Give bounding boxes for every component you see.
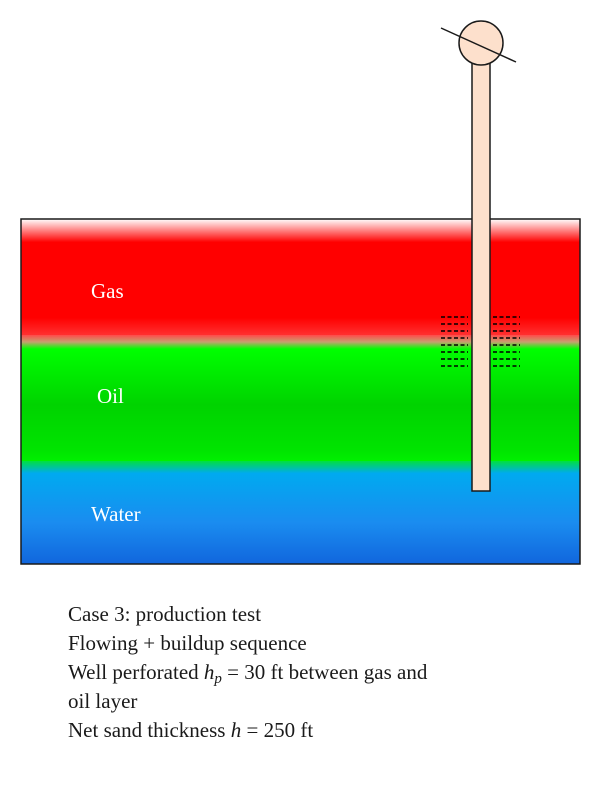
caption-line-oil-layer: oil layer (68, 689, 138, 713)
caption-line-perforation: Well perforated hp = 30 ft between gas a… (68, 658, 588, 687)
caption-line-case: Case 3: production test (68, 602, 262, 626)
valve-handle (440, 27, 517, 63)
perforation-suffix: = 30 ft between gas and (221, 660, 428, 684)
well-casing (471, 61, 491, 492)
perforation-prefix: Well perforated (68, 660, 204, 684)
perforation-subscript: p (214, 671, 222, 687)
perforations (441, 316, 520, 367)
case-description: Case 3: production test Flowing + buildu… (68, 600, 588, 745)
reservoir-diagram: Gas Oil Water (20, 20, 581, 565)
reservoir-border (20, 218, 581, 565)
thickness-var: h (230, 718, 242, 742)
perforation-var: h (203, 660, 215, 684)
gas-oil-transition (21, 335, 580, 349)
gas-label: Gas (91, 279, 124, 303)
oil-label: Oil (97, 384, 124, 408)
water-label: Water (91, 502, 141, 526)
thickness-prefix: Net sand thickness (68, 718, 231, 742)
caption-line-thickness: Net sand thickness h = 250 ft (68, 716, 588, 745)
thickness-suffix: = 250 ft (241, 718, 314, 742)
caption-line-sequence: Flowing + buildup sequence (68, 631, 307, 655)
wellhead-valve (458, 20, 504, 66)
